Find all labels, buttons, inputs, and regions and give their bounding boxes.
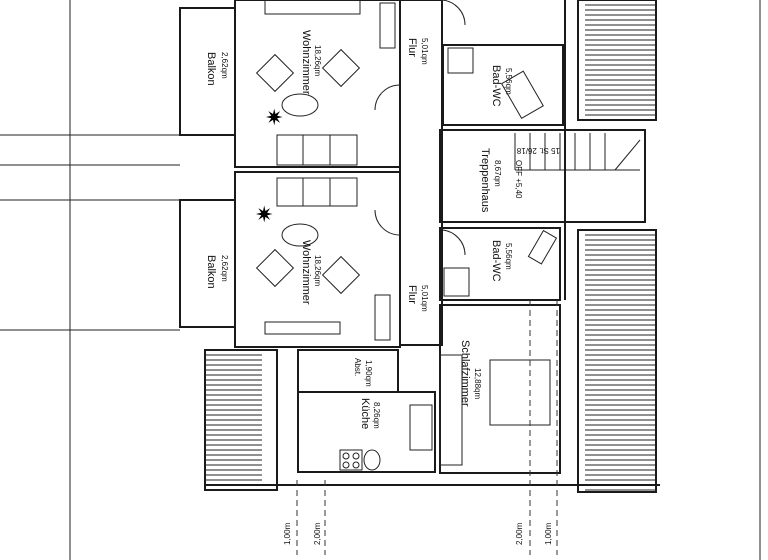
door-icon [374,209,401,236]
wardrobe-icon [439,354,463,466]
balkon-hatched-right [577,0,657,493]
table-icon [281,223,319,247]
room-name: Wohnzimmer [300,240,312,305]
room-area: 5,56qm [504,243,513,270]
door-icon [441,229,466,256]
door-icon [374,84,401,111]
shower-icon [447,47,474,74]
armchair-icon [255,53,295,93]
plant-icon: ✷ [265,105,283,130]
room-area: 2,62qm [220,52,229,79]
room-area: 5,01qm [420,38,429,65]
room-name: Treppenhaus [479,148,491,213]
flur [399,0,443,346]
bathtub-icon [500,70,544,120]
room-area: 1,90qm [364,360,373,387]
room-area: 12,88qm [473,368,482,399]
room-area: 18,26qm [313,255,322,286]
door-icon [441,0,466,26]
bad-wc-2 [439,227,561,301]
room-name: Abst. [353,358,362,376]
stairs-label: 15 St. 26/18 [516,146,560,155]
level-label: OFF +5,40 [514,160,523,199]
bed-icon [489,359,551,426]
abstellraum [297,349,399,393]
bad-wc-1 [442,44,564,126]
stairs-icon [514,133,641,171]
sofa-icon [276,134,358,166]
dimension-label: 1,00m [283,522,292,545]
armchair-icon [321,48,361,88]
room-name: Küche [359,398,371,429]
room-name: Wohnzimmer [300,30,312,95]
bathtub-icon [527,229,558,265]
room-name: Balkon [205,255,217,289]
table-icon [281,93,319,117]
shower-icon [443,267,470,297]
sink-icon [363,449,381,471]
room-area: 8,26qm [372,402,381,429]
sofa-icon [276,177,358,207]
room-name: Flur [406,38,418,57]
kueche [297,391,436,473]
dimension-label: 1,00m [544,522,553,545]
room-name: Bad-WC [490,65,502,107]
room-area: 5,56qm [504,68,513,95]
armchair-icon [321,255,361,295]
treppenhaus [439,129,646,223]
schlafzimmer [439,304,561,474]
dimension-label: 2,00m [515,522,524,545]
room-name: Bad-WC [490,240,502,282]
room-area: 2,62qm [220,255,229,282]
room-area: 5,01qm [420,285,429,312]
dimension-label: 2,00m [313,522,322,545]
plant-icon: ✷ [255,202,273,227]
room-area: 8,67qm [493,160,502,187]
armchair-icon [255,248,295,288]
room-area: 18,26qm [313,45,322,76]
room-name: Balkon [205,52,217,86]
room-name: Flur [406,285,418,304]
wohnzimmer-1 [234,0,401,168]
room-name: Schlafzimmer [459,340,471,407]
stove-icon [339,449,363,471]
